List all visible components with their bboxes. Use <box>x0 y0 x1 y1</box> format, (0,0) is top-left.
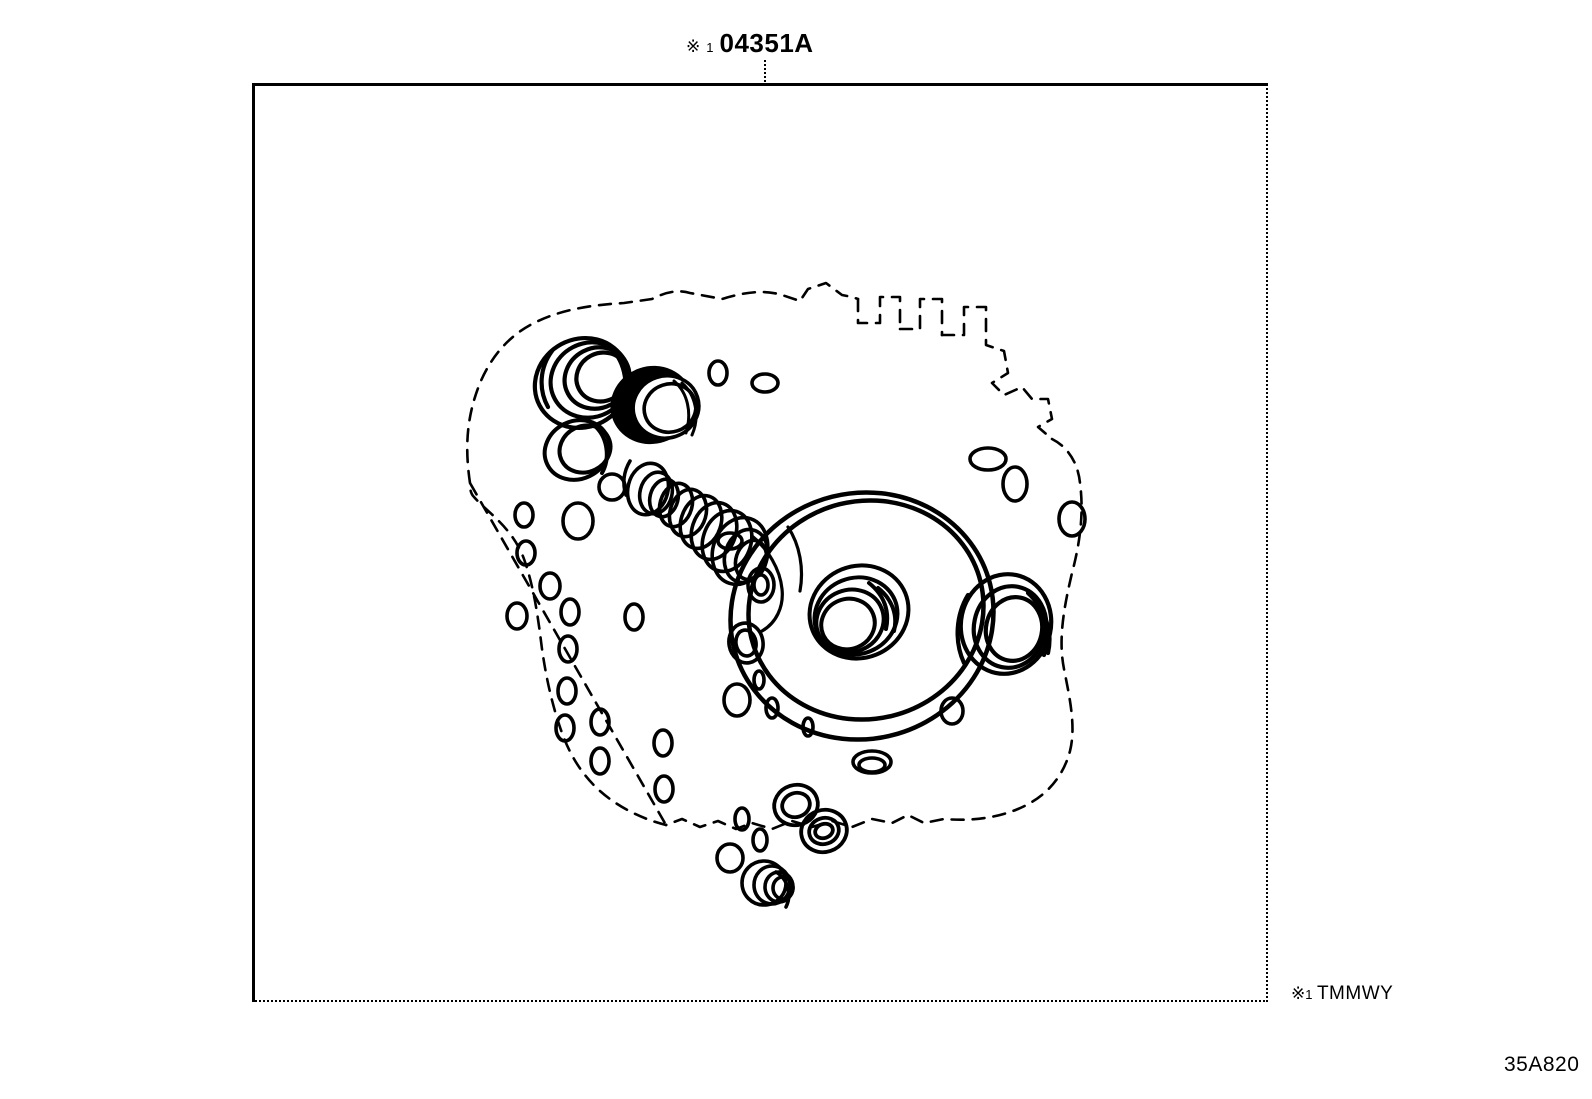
o-ring-cluster-left <box>505 501 595 743</box>
frame-edge-bottom <box>252 1000 1268 1002</box>
footnote-reference-number: 1 <box>1305 987 1313 1002</box>
oil-seal-right <box>955 572 1054 676</box>
o-ring-large-center <box>728 490 996 742</box>
o-ring-cluster-right <box>851 446 1087 775</box>
footnote-reference-mark-icon: ※ <box>1291 984 1306 1003</box>
oil-seal-shaded-upper <box>610 365 701 445</box>
diagram-frame <box>252 83 1268 1002</box>
o-ring-small-bottom-mid <box>715 806 769 874</box>
footnote-text: TMMWY <box>1316 983 1394 1004</box>
seal-washer-bottom <box>740 859 795 909</box>
transaxle-case-outline <box>465 281 1083 831</box>
frame-edge-top <box>252 83 1268 86</box>
reference-mark-icon: ※ <box>686 37 701 56</box>
part-number-label: 04351A <box>719 28 814 58</box>
frame-edge-right <box>1266 83 1268 1002</box>
seal-pair-bottom-rim <box>772 782 849 855</box>
diagram-id-label: 35A820 <box>1504 1053 1580 1076</box>
oil-seal-center-hub <box>807 563 911 661</box>
oil-seal-small-upper-left <box>542 418 613 482</box>
seal-washer-ring-rim <box>722 566 815 738</box>
frame-edge-left <box>252 83 255 1002</box>
o-ring-cluster-bottom <box>589 359 780 804</box>
callout-leader-line <box>764 60 766 86</box>
reference-number: 1 <box>706 40 714 55</box>
part-callout-04351A: ※ 1 04351A <box>686 28 814 59</box>
footnote-tmmwy: ※1 TMMWY <box>1291 983 1393 1005</box>
seal-ring-stack-diagonal <box>597 459 770 587</box>
transmission-seal-kit-illustration <box>252 83 1268 1002</box>
